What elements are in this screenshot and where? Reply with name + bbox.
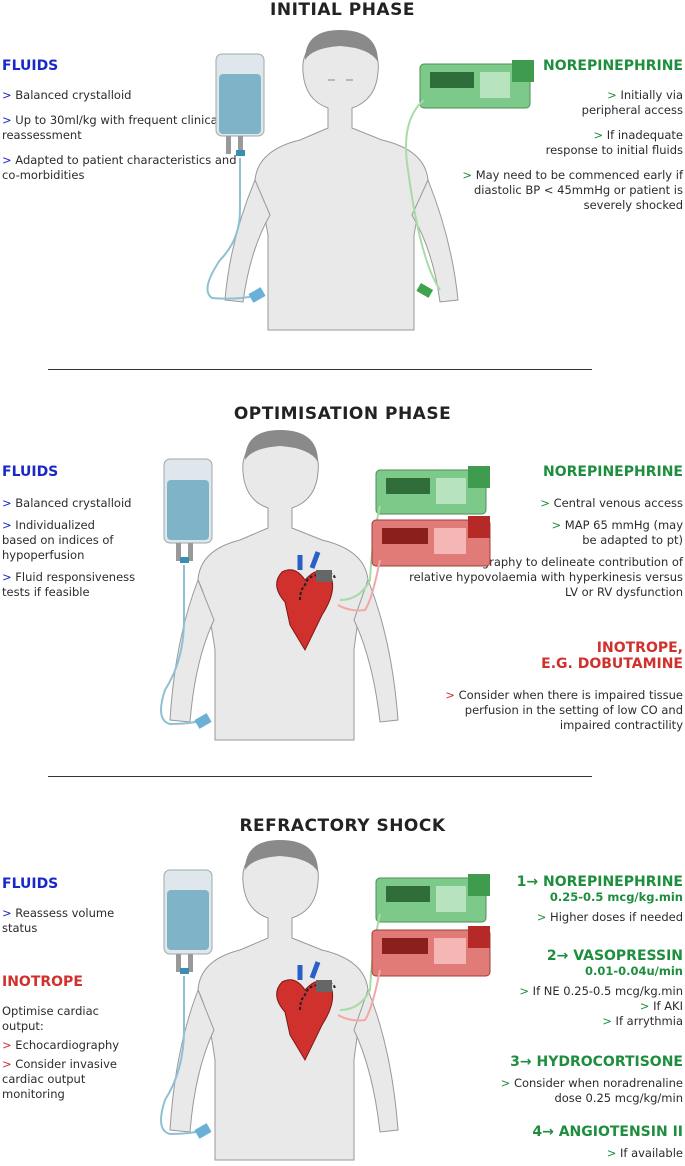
- fluids-heading: FLUIDS: [2, 876, 59, 892]
- heart-icon: [276, 961, 334, 1062]
- phase-title-refractory: REFRACTORY SHOCK: [239, 816, 446, 836]
- phase-title-optimisation: OPTIMISATION PHASE: [233, 404, 452, 424]
- phase-title-initial: INITIAL PHASE: [270, 0, 415, 20]
- illustration-initial: [206, 30, 534, 331]
- inotrope-heading: INOTROPE: [2, 974, 83, 990]
- step-2-panel: 2→ VASOPRESSIN 0.01-0.04u/min > If NE 0.…: [483, 948, 683, 1029]
- inotrope-heading-example: E.G. DOBUTAMINE: [541, 656, 683, 672]
- catheter-icon: [299, 980, 336, 1011]
- list-item: > Individualized based on indices of hyp…: [2, 518, 114, 562]
- infusion-pump-icon: [339, 874, 490, 1011]
- section-divider: [48, 776, 592, 777]
- step-3-panel: 3→ HYDROCORTISONE > Consider when noradr…: [483, 1054, 683, 1106]
- patient-torso-icon: [224, 30, 459, 331]
- inotrope-intro: Optimise cardiac output:: [2, 1004, 99, 1033]
- list-item: > If available: [606, 1146, 683, 1160]
- list-item: > Fluid responsiveness tests if feasible: [2, 570, 136, 599]
- iv-bag-icon: [206, 53, 266, 303]
- step-heading: 2→ VASOPRESSIN: [546, 948, 683, 964]
- list-item: > May need to be commenced early if dias…: [462, 168, 683, 212]
- section-divider: [48, 369, 592, 370]
- step-heading: 4→ ANGIOTENSIN II: [532, 1124, 683, 1140]
- list-item: > Consider when there is impaired tissue…: [445, 688, 683, 732]
- step-1-panel: 1→ NOREPINEPHRINE 0.25-0.5 mcg/kg.min > …: [483, 874, 683, 925]
- step-dose: 0.25-0.5 mcg/kg.min: [549, 890, 683, 904]
- list-item: > If NE 0.25-0.5 mcg/kg.min: [519, 984, 683, 998]
- step-4-panel: 4→ ANGIOTENSIN II > If available: [483, 1124, 683, 1161]
- list-item: > MAP 65 mmHg (may be adapted to pt): [551, 518, 683, 547]
- fluids-panel-initial: FLUIDS > Balanced crystalloid > Up to 30…: [2, 58, 252, 183]
- list-item: > Initially via peripheral access: [581, 88, 683, 117]
- list-item: > Consider when noradrenaline dose 0.25 …: [500, 1076, 683, 1105]
- infusion-pump-icon: [405, 60, 534, 298]
- step-heading: 3→ HYDROCORTISONE: [510, 1054, 683, 1070]
- fluids-heading: FLUIDS: [2, 58, 59, 74]
- list-item: > Balanced crystalloid: [2, 496, 132, 510]
- iv-bag-icon: [160, 869, 213, 1139]
- inotrope-panel-refractory: INOTROPE Optimise cardiac output: > Echo…: [2, 974, 142, 1102]
- list-item: > Consider invasive cardiac output monit…: [2, 1057, 117, 1101]
- infusion-pump-icon: [337, 516, 491, 612]
- norepinephrine-panel-initial: NOREPINEPHRINE > Initially via periphera…: [443, 58, 683, 213]
- fluids-panel-optimisation: FLUIDS > Balanced crystalloid > Individu…: [2, 464, 152, 600]
- step-dose: 0.01-0.04u/min: [584, 964, 683, 978]
- list-item: > Higher doses if needed: [536, 910, 683, 924]
- catheter-icon: [299, 570, 336, 601]
- list-item: > Up to 30ml/kg with frequent clinical r…: [2, 113, 221, 142]
- list-item: > Balanced crystalloid: [2, 88, 132, 102]
- norepinephrine-heading: NOREPINEPHRINE: [543, 464, 683, 480]
- step-heading: 1→ NOREPINEPHRINE: [516, 874, 683, 890]
- list-item: > Central venous access: [540, 496, 683, 510]
- iv-bag-icon: [160, 458, 213, 729]
- fluids-heading: FLUIDS: [2, 464, 59, 480]
- list-item: > If inadequate response to initial flui…: [545, 128, 683, 157]
- norepinephrine-heading: NOREPINEPHRINE: [543, 58, 683, 74]
- fluids-panel-refractory: FLUIDS > Reassess volume status: [2, 876, 142, 936]
- list-item: > Adapted to patient characteristics and…: [2, 153, 237, 182]
- heart-icon: [276, 551, 334, 652]
- list-item: > If arrythmia: [602, 1014, 683, 1028]
- inotrope-heading: INOTROPE,: [596, 640, 683, 656]
- inotrope-panel-optimisation: INOTROPE, E.G. DOBUTAMINE > Consider whe…: [423, 640, 683, 733]
- list-item: > If AKI: [639, 999, 683, 1013]
- infusion-pump-icon: [337, 926, 491, 1022]
- list-item: > Echocardiography: [2, 1038, 120, 1052]
- list-item: > Reassess volume status: [2, 906, 115, 935]
- illustration-optimisation: [160, 430, 491, 741]
- infusion-pump-icon: [339, 466, 490, 601]
